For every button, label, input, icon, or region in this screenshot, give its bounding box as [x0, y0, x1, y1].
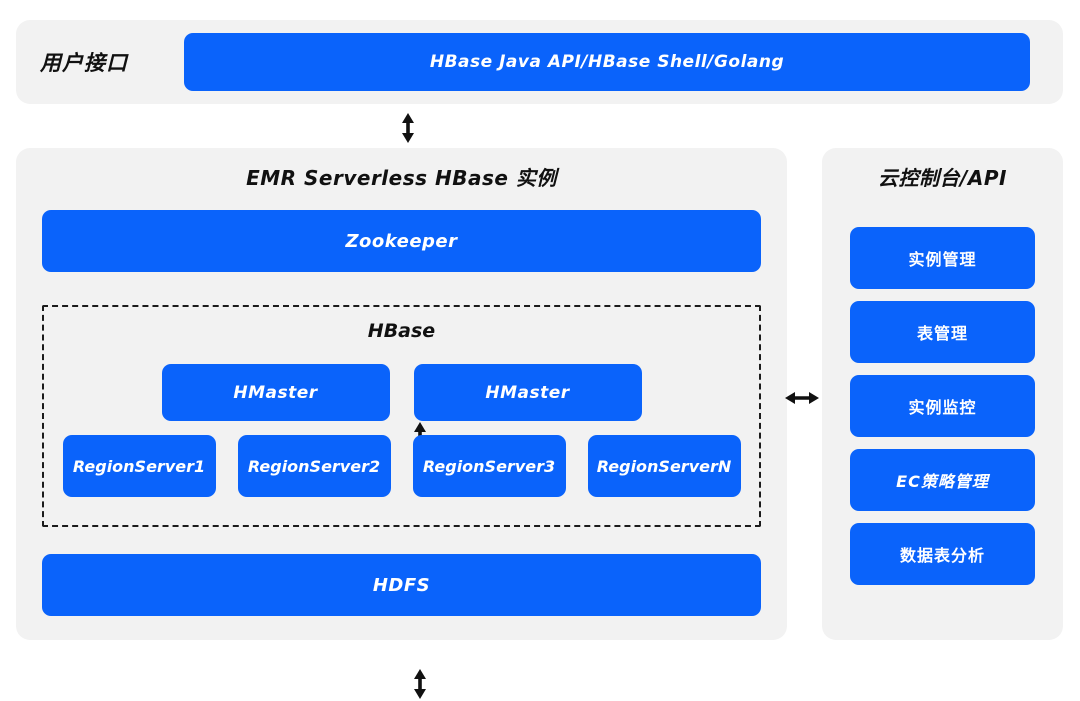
regionserver-box-3[interactable]: RegionServer3	[412, 435, 566, 497]
hdfs-box[interactable]: HDFS	[42, 554, 761, 616]
console-item-instance-management[interactable]: 实例管理	[850, 227, 1035, 289]
arrow-hbase-to-hdfs-icon	[414, 669, 426, 699]
hmaster-box-1[interactable]: HMaster	[161, 364, 390, 421]
console-panel-title: 云控制台/API	[878, 166, 1007, 190]
console-item-data-table-analysis[interactable]: 数据表分析	[850, 523, 1035, 585]
cloud-console-api-panel: 云控制台/API 实例管理 表管理 实例监控 EC策略管理 数据表分析	[822, 148, 1063, 640]
user-interface-panel: 用户接口 HBase Java API/HBase Shell/Golang	[16, 20, 1063, 104]
zookeeper-box[interactable]: Zookeeper	[42, 210, 761, 272]
hbase-group-title: HBase	[367, 320, 436, 342]
hbase-group: HBase HMaster HMaster RegionServer1 Regi…	[42, 305, 761, 527]
arrow-instance-to-console-icon	[785, 392, 819, 404]
hmaster-box-2[interactable]: HMaster	[413, 364, 642, 421]
console-item-table-management[interactable]: 表管理	[850, 301, 1035, 363]
regionserver-box-n[interactable]: RegionServerN	[587, 435, 741, 497]
regionserver-box-2[interactable]: RegionServer2	[237, 435, 391, 497]
console-item-list: 实例管理 表管理 实例监控 EC策略管理 数据表分析	[850, 227, 1035, 585]
regionserver-row: RegionServer1 RegionServer2 RegionServer…	[44, 435, 759, 497]
console-item-ec-policy-management[interactable]: EC策略管理	[850, 449, 1035, 511]
regionserver-box-1[interactable]: RegionServer1	[62, 435, 216, 497]
instance-panel-title: EMR Serverless HBase 实例	[246, 166, 557, 190]
hmaster-row: HMaster HMaster	[44, 364, 759, 421]
user-interface-label: 用户接口	[40, 51, 128, 75]
hbase-api-bar[interactable]: HBase Java API/HBase Shell/Golang	[184, 33, 1030, 91]
console-item-instance-monitoring[interactable]: 实例监控	[850, 375, 1035, 437]
arrow-ui-to-instance-icon	[402, 113, 414, 143]
emr-serverless-hbase-instance-panel: EMR Serverless HBase 实例 Zookeeper HBase …	[16, 148, 787, 699]
